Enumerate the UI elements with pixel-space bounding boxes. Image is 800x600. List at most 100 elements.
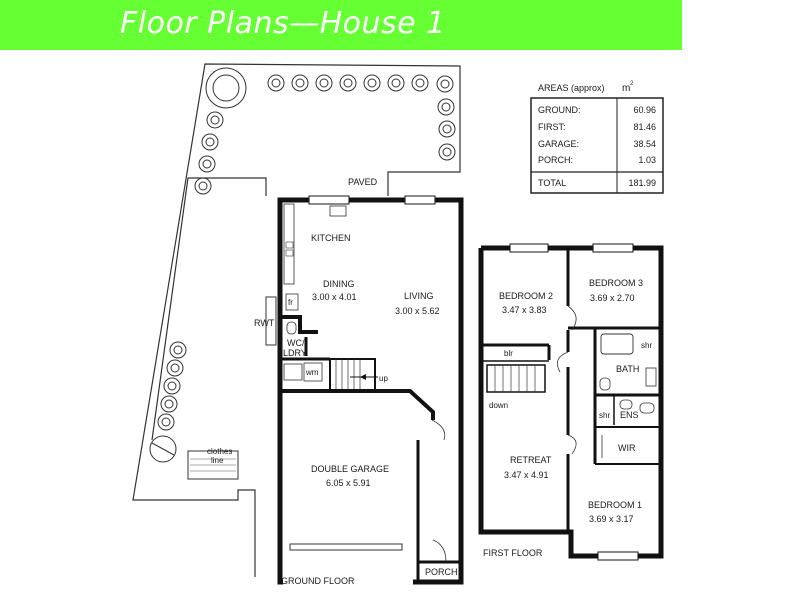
- areas-garage-label: GARAGE:: [538, 139, 579, 149]
- ground-floor-plan: [277, 195, 464, 586]
- dining-label: DINING: [323, 279, 355, 289]
- shrub-inner-icon: [173, 345, 183, 355]
- areas-unit: m: [622, 83, 630, 94]
- site-boundary: [132, 63, 461, 577]
- bedroom2-size: 3.47 x 3.83: [502, 305, 547, 315]
- bath-label: BATH: [616, 364, 639, 374]
- shrub-inner-icon: [442, 124, 452, 134]
- shrub-inner-icon: [161, 417, 171, 427]
- ground-floor-caption: GROUND FLOOR: [281, 576, 355, 586]
- ensuite-shower-label: shr: [599, 411, 610, 420]
- kitchen-label: KITCHEN: [311, 233, 351, 243]
- first-floor-caption: FIRST FLOOR: [483, 548, 543, 558]
- fridge-label: fr: [288, 298, 293, 307]
- areas-garage-value: 38.54: [633, 139, 656, 149]
- shrub-icon: [206, 111, 224, 129]
- bedroom1-label: BEDROOM 1: [588, 500, 642, 510]
- round-tree-icon: [149, 435, 177, 463]
- ens-basin: [639, 402, 655, 414]
- lot-boundary-line: [132, 63, 461, 577]
- linen-label: blr: [504, 349, 513, 358]
- shrub-icon: [166, 359, 184, 377]
- shrub-icon: [363, 74, 381, 92]
- round-tree-detail: [151, 442, 175, 456]
- areas-heading: AREAS (approx): [538, 83, 605, 93]
- shrub-icon: [163, 377, 181, 395]
- laundry-label: LDRY: [283, 348, 307, 358]
- garden-border-line: [151, 177, 267, 441]
- wc-label: WC/: [287, 338, 305, 348]
- line-label: line: [211, 456, 224, 465]
- shrub-inner-icon: [170, 363, 180, 373]
- bedroom3-size: 3.69 x 2.70: [590, 293, 635, 303]
- bedroom3-label: BEDROOM 3: [589, 278, 643, 288]
- dining-size: 3.00 x 4.01: [312, 292, 357, 302]
- shrub-inner-icon: [167, 381, 177, 391]
- shrub-inner-icon: [205, 137, 215, 147]
- shrub-inner-icon: [295, 78, 305, 88]
- shrub-icon: [157, 413, 175, 431]
- large-tree-inner-icon: [212, 74, 240, 102]
- first-floor-plan: [478, 243, 664, 561]
- living-label: LIVING: [404, 291, 434, 301]
- toilet-icon: [286, 321, 297, 335]
- shrub-icon: [315, 74, 333, 92]
- paved-label: PAVED: [348, 177, 378, 187]
- clothes-label: clothes: [207, 447, 232, 456]
- areas-unit-sup: 2: [630, 81, 634, 87]
- shrub-inner-icon: [391, 78, 401, 88]
- shrub-icon: [438, 143, 456, 161]
- laundry-tub: [283, 363, 303, 381]
- garage-door-swing: [431, 419, 446, 441]
- shrub-inner-icon: [198, 181, 208, 191]
- stairs-up-label: up: [379, 374, 388, 383]
- areas-first-label: FIRST:: [538, 122, 566, 132]
- shrub-inner-icon: [441, 102, 451, 112]
- clothes-line: clothes line: [187, 447, 239, 480]
- porch-label: PORCH: [425, 567, 458, 577]
- areas-porch-label: PORCH:: [538, 155, 573, 165]
- shrub-inner-icon: [319, 78, 329, 88]
- shrub-icon: [198, 155, 216, 173]
- living-size: 3.00 x 5.62: [395, 306, 440, 316]
- shrub-inner-icon: [164, 399, 174, 409]
- areas-total-value: 181.99: [628, 178, 656, 188]
- areas-first-value: 81.46: [633, 122, 656, 132]
- retreat-label: RETREAT: [510, 455, 552, 465]
- shrub-icon: [438, 120, 456, 138]
- bedroom2-label: BEDROOM 2: [499, 291, 553, 301]
- areas-ground-label: GROUND:: [538, 105, 581, 115]
- large-tree-icon: [205, 67, 247, 109]
- shrub-inner-icon: [415, 78, 425, 88]
- first-floor-stairs: [486, 364, 546, 393]
- ground-stairs: [329, 358, 376, 392]
- garage-door: [289, 543, 403, 551]
- shrub-icon: [436, 75, 454, 93]
- areas-porch-value: 1.03: [638, 155, 656, 165]
- shrub-inner-icon: [210, 115, 220, 125]
- shrub-inner-icon: [343, 78, 353, 88]
- page-title: Floor Plans—House 1: [120, 6, 446, 41]
- rainwater-tank: RWT: [254, 296, 277, 346]
- shrub-icon: [160, 395, 178, 413]
- areas-table-frame: [530, 97, 664, 194]
- shrub-icon: [201, 133, 219, 151]
- washing-machine: [303, 362, 323, 382]
- shrub-icon: [267, 74, 285, 92]
- shrub-icon: [411, 74, 429, 92]
- washing-machine-label: wm: [305, 368, 319, 377]
- shrub-inner-icon: [440, 79, 450, 89]
- kitchen-bench: [283, 203, 295, 285]
- bath-toilet-icon: [599, 377, 611, 391]
- rwt-label: RWT: [254, 318, 275, 328]
- wir-label: WIR: [618, 443, 636, 453]
- shrub-icon: [339, 74, 357, 92]
- shrub-inner-icon: [202, 159, 212, 169]
- shrub-icon: [437, 98, 455, 116]
- shrub-inner-icon: [271, 78, 281, 88]
- shrub-icon: [194, 177, 212, 195]
- bedroom1-size: 3.69 x 3.17: [589, 514, 634, 524]
- first-floor-walls: [478, 245, 664, 559]
- areas-total-label: TOTAL: [538, 178, 566, 188]
